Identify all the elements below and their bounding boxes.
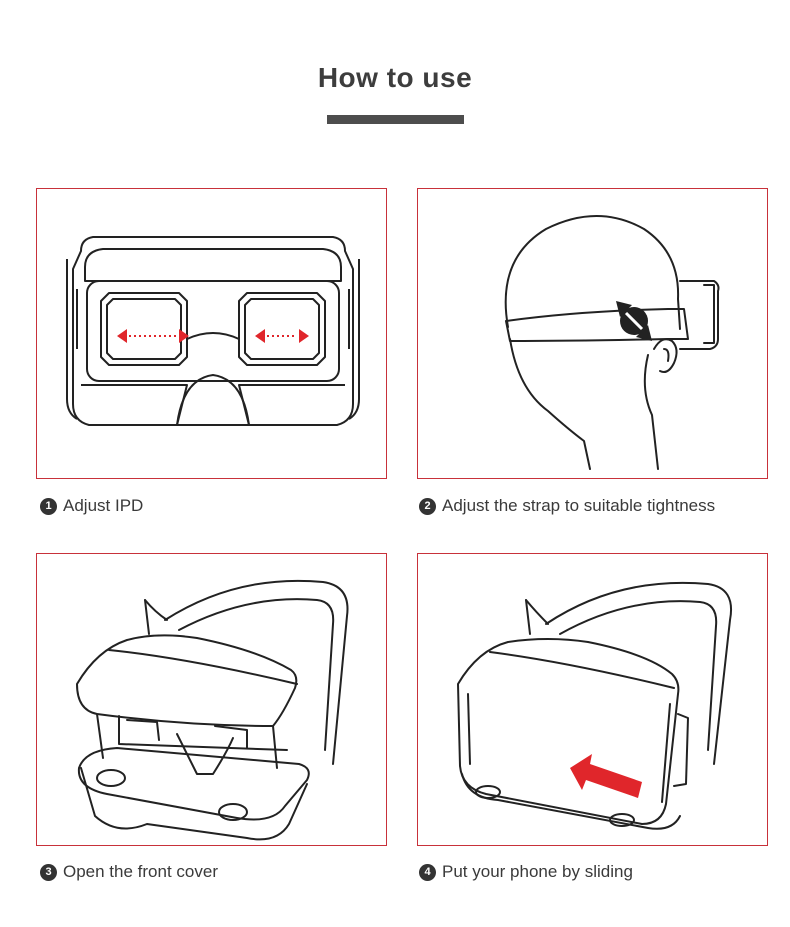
head-strap-illustration <box>504 215 720 470</box>
vr-headset-ipd-illustration <box>66 236 360 426</box>
step-2-text: Adjust the strap to suitable tightness <box>442 496 716 515</box>
slide-arrow-icon <box>570 754 642 798</box>
step-2-caption: 2 Adjust the strap to suitable tightness <box>419 496 715 516</box>
step-1-caption: 1 Adjust IPD <box>40 496 143 516</box>
title-underline <box>327 115 464 124</box>
page-title: How to use <box>317 62 473 93</box>
step-4-text: Put your phone by sliding <box>442 862 633 881</box>
open-front-cover-illustration <box>76 579 349 841</box>
numbered-circle-icon: 1 <box>40 497 57 515</box>
numbered-circle-icon: 2 <box>419 497 436 515</box>
step-3-illustration <box>36 553 387 846</box>
step-3-caption: 3 Open the front cover <box>40 862 218 882</box>
step-4-caption: 4 Put your phone by sliding <box>419 862 633 882</box>
step-3-text: Open the front cover <box>63 862 218 881</box>
numbered-circle-icon: 3 <box>40 863 57 881</box>
step-1-illustration <box>36 188 387 479</box>
step-4-illustration <box>417 553 768 846</box>
numbered-circle-icon: 4 <box>419 863 436 881</box>
step-1-text: Adjust IPD <box>63 496 144 515</box>
insert-phone-illustration <box>457 581 732 830</box>
step-2-illustration <box>417 188 768 479</box>
